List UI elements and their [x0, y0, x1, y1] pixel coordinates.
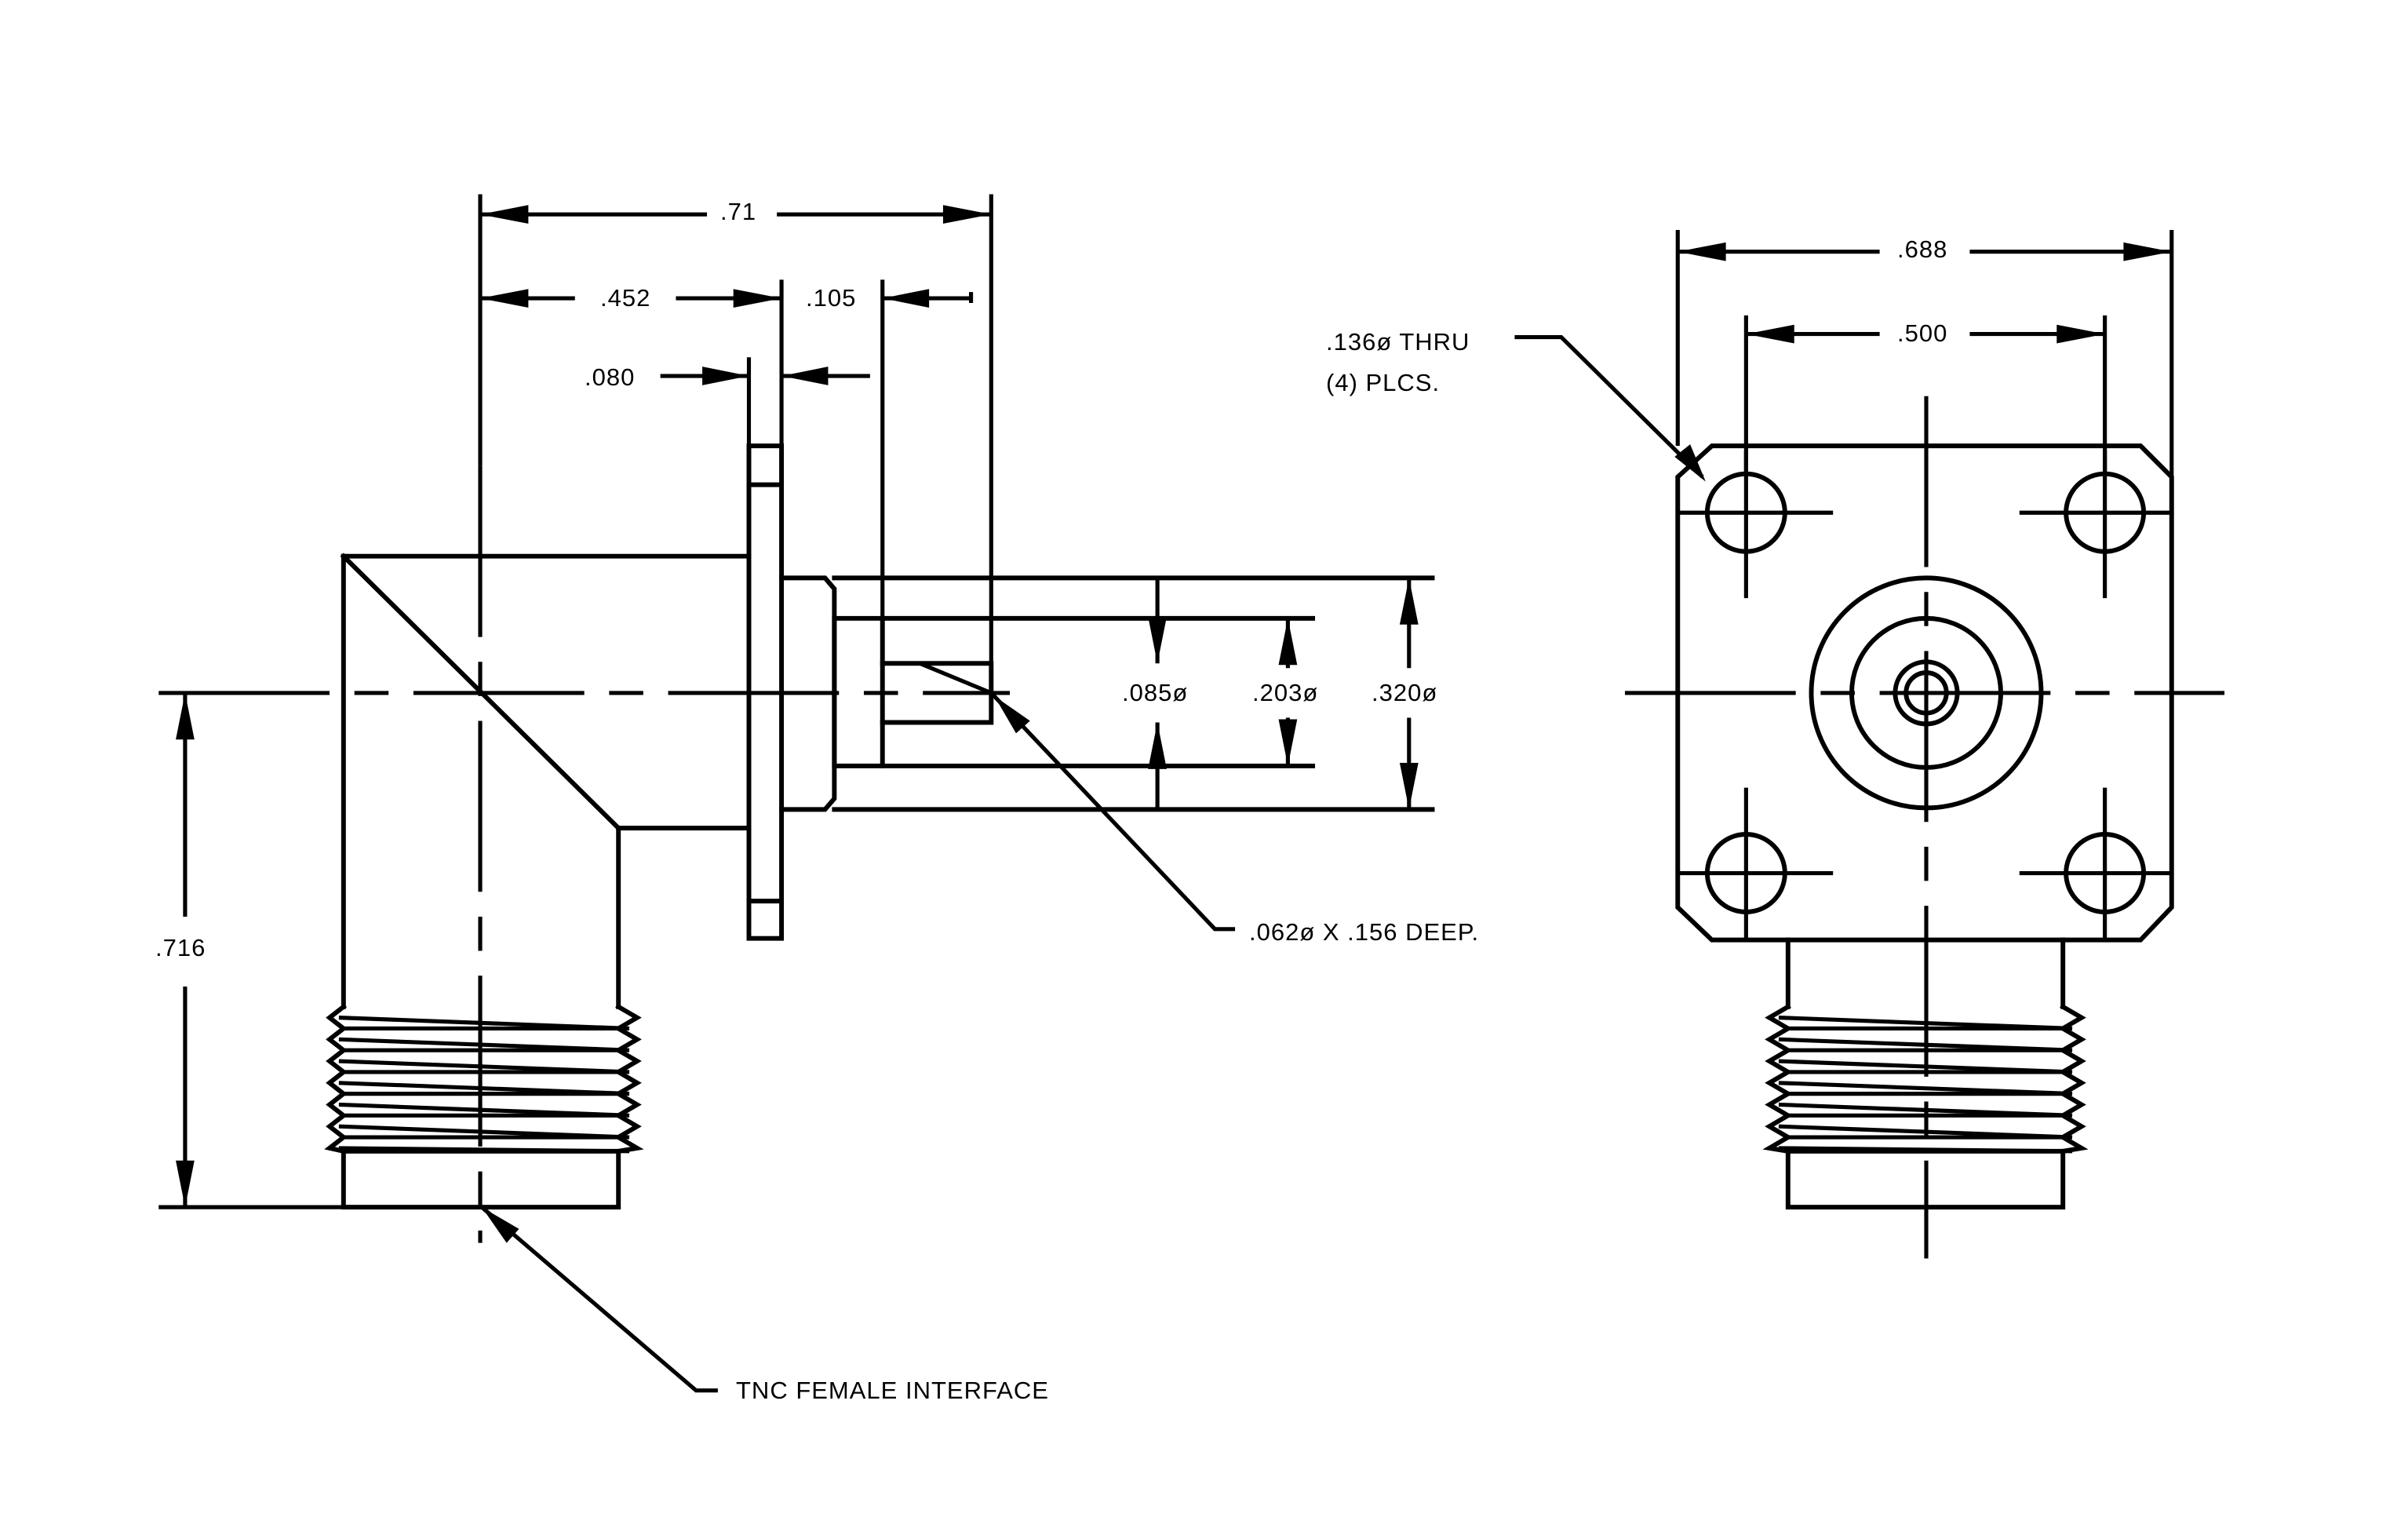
dim-body-to-flange: .452: [600, 284, 651, 312]
dim-hole-spacing: .500: [1897, 319, 1948, 347]
dim-flange-to-pin-end: .105: [806, 284, 857, 312]
dimension-lines: [158, 194, 2174, 1393]
callout-hole-line2: (4) PLCS.: [1326, 369, 1441, 396]
dim-shank-diameter: .320ø: [1372, 679, 1438, 706]
dim-flange-width: .688: [1897, 235, 1948, 263]
dim-flange-thickness: .080: [585, 363, 636, 391]
callout-interface: TNC FEMALE INTERFACE: [736, 1377, 1049, 1404]
front-view: [1624, 396, 2225, 1259]
dim-insulator-diameter: .203ø: [1252, 679, 1319, 706]
dim-height: .716: [155, 934, 206, 961]
callout-bore: .062ø X .156 DEEP.: [1249, 918, 1480, 946]
dim-pin-diameter: .085ø: [1122, 679, 1189, 706]
callout-hole-line1: .136ø THRU: [1326, 328, 1470, 356]
dim-overall-length: .71: [720, 198, 757, 225]
